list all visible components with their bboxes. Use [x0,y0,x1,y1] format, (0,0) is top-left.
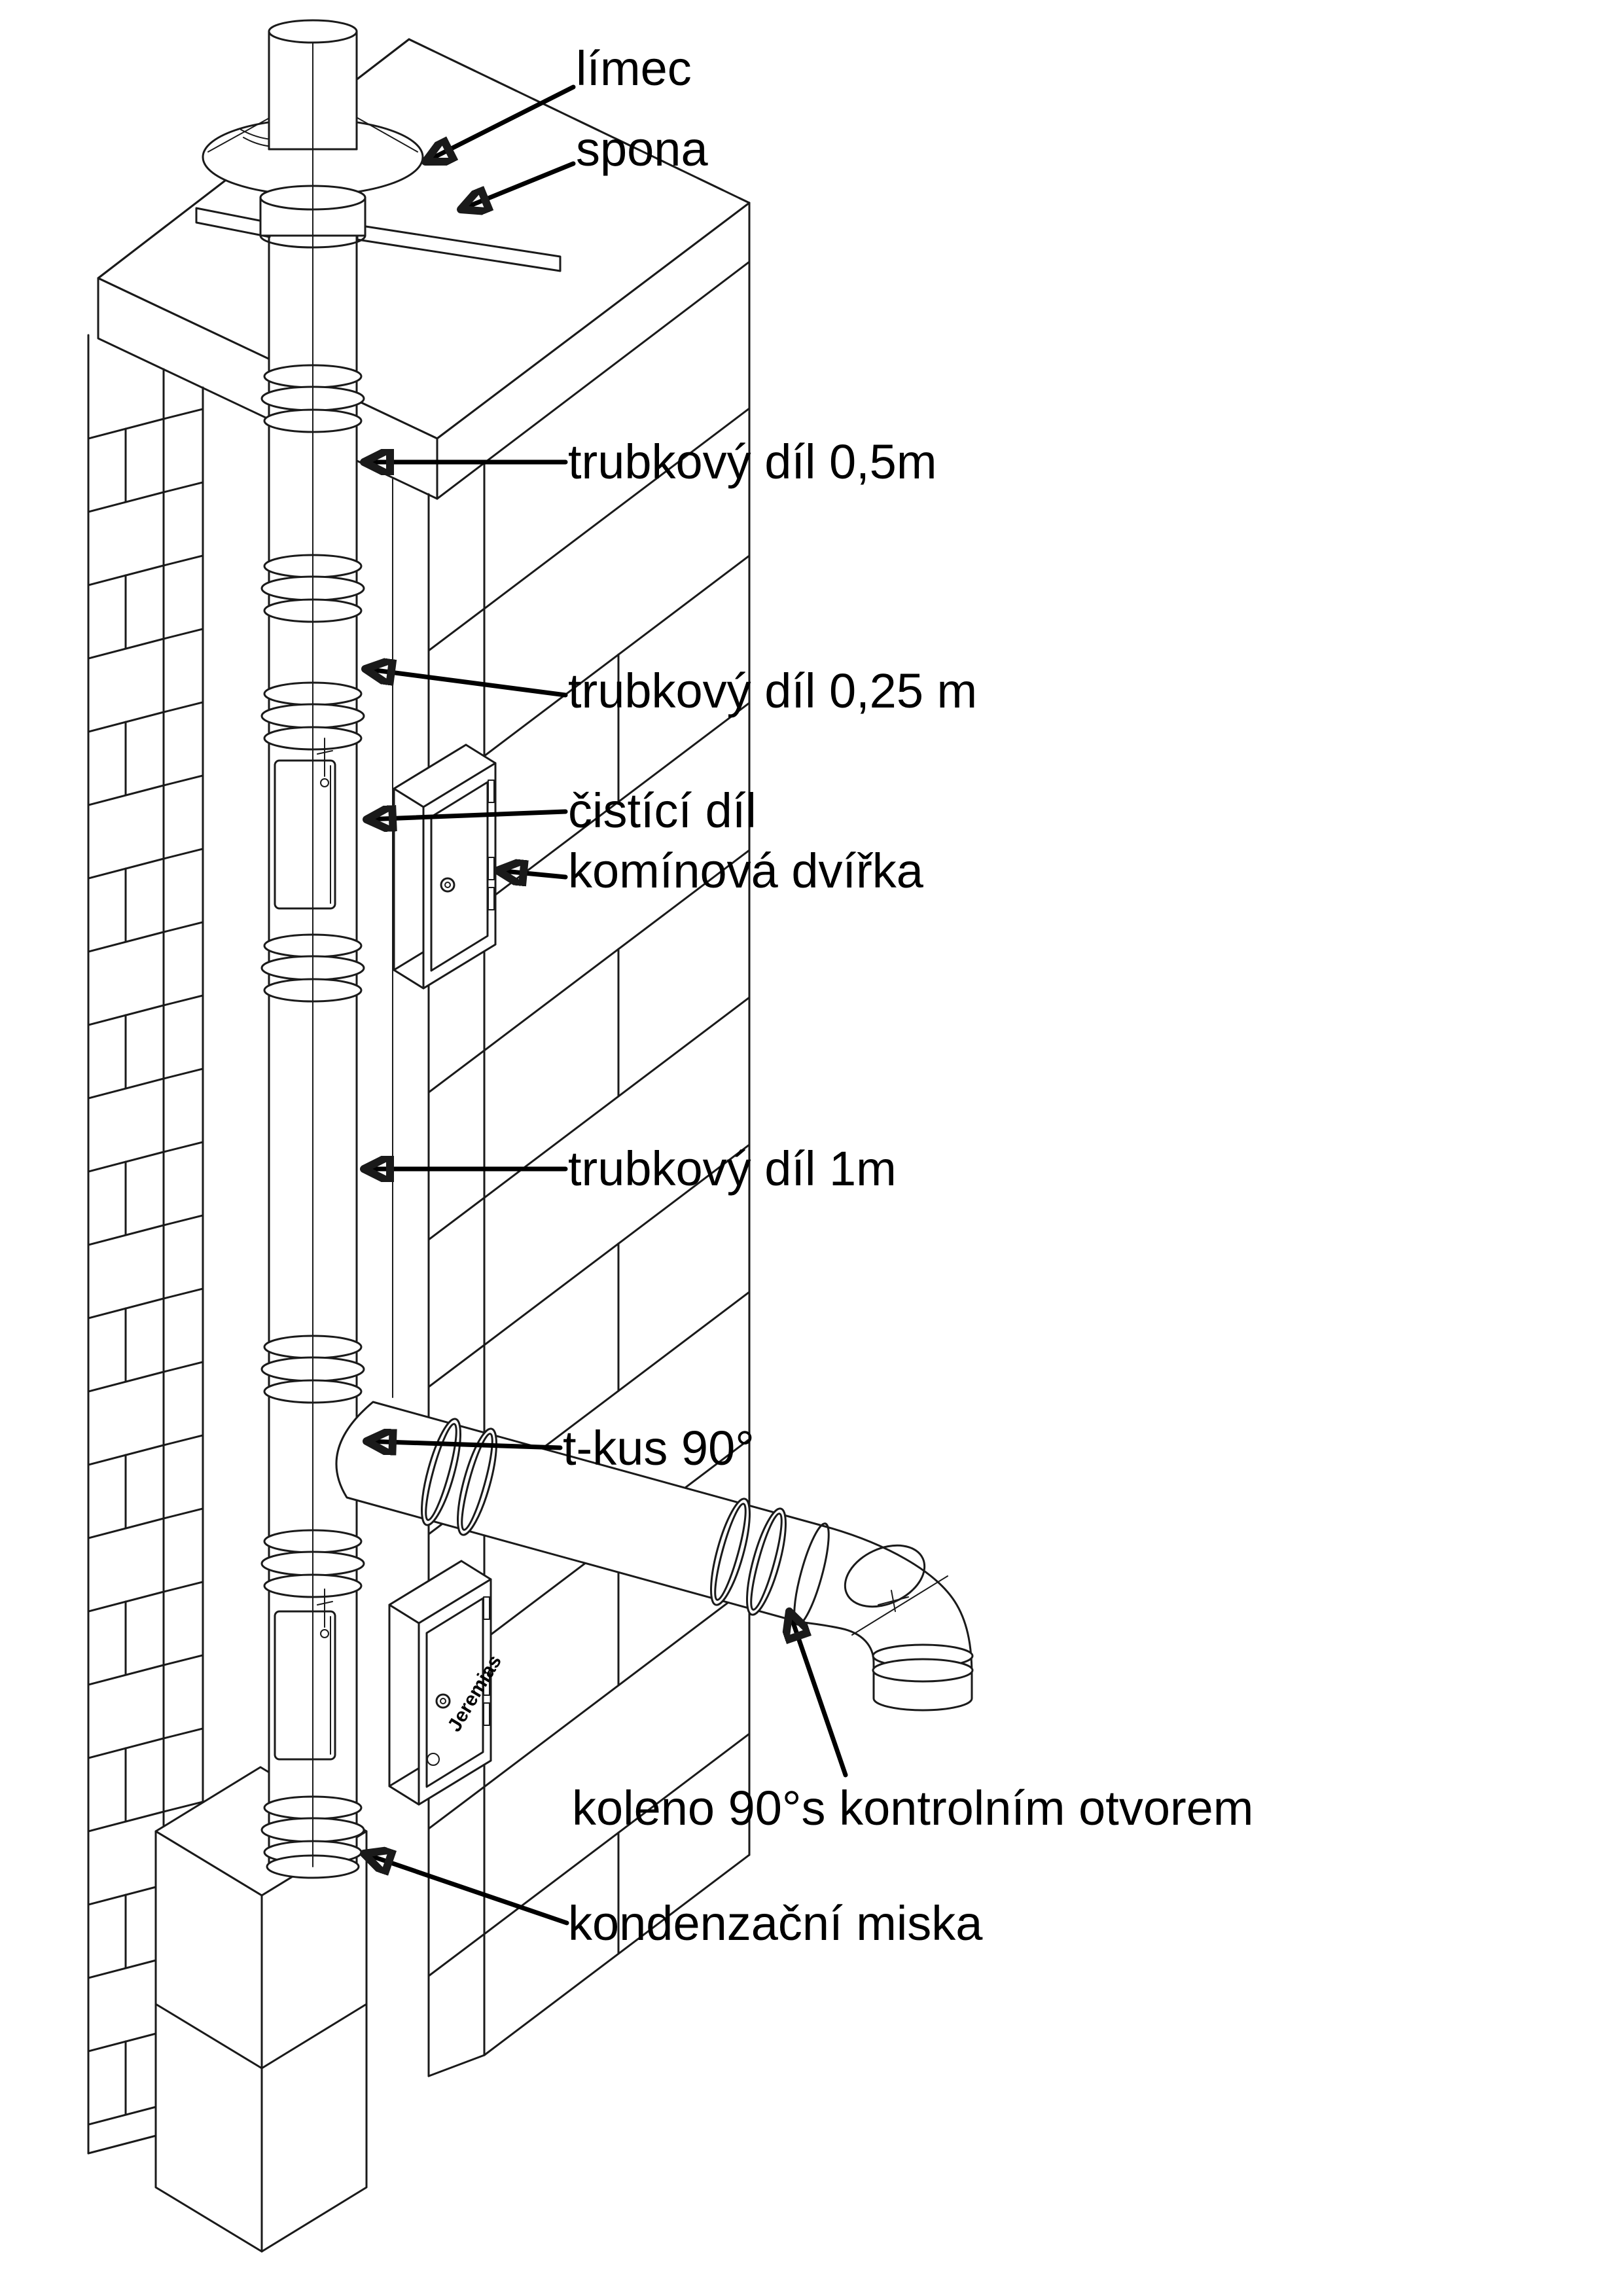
door-knob [440,877,455,893]
label-spona: spona [576,122,708,176]
door-brand-mark [427,1753,440,1766]
leader-spona [461,161,576,209]
leader-pipe-025m [365,669,568,698]
leader-lines [364,84,848,1926]
label-chimney-door: komínová dvířka [568,844,924,898]
chimney-crown [97,38,751,500]
chimney-door-upper [393,744,497,990]
inspection-plug-handle [878,1590,909,1612]
label-pipe-025m: trubkový díl 0,25 m [568,664,977,718]
label-elbow: koleno 90°s kontrolním otvorem [572,1781,1253,1835]
label-tee: t-kus 90° [563,1421,755,1475]
label-pipe-05m: trubkový díl 0,5m [568,435,936,489]
leader-tee [366,1441,563,1448]
brick-right-wall [392,260,751,2077]
label-limec: límec [576,41,692,96]
cleaning-section-lower [274,1588,336,1761]
inspection-opening [844,1544,926,1608]
leader-limec [425,84,576,162]
door-knob [435,1693,451,1709]
leader-elbow [789,1611,848,1778]
flue-pipe [195,19,562,1879]
label-cleaning-piece: čistící díl [568,783,757,838]
leader-chimney-door [497,870,568,877]
label-pipe-1m: trubkový díl 1m [568,1141,897,1196]
labels: límec spona trubkový díl 0,5m trubkový d… [563,41,1253,1950]
leader-cleaning-piece [366,812,568,819]
cleaning-section-upper [274,738,336,910]
leader-condensate-tray [364,1854,569,1926]
chimney-door-lower: Jeremias [388,1560,506,1806]
label-condensate-tray: kondenzační miska [568,1896,983,1950]
